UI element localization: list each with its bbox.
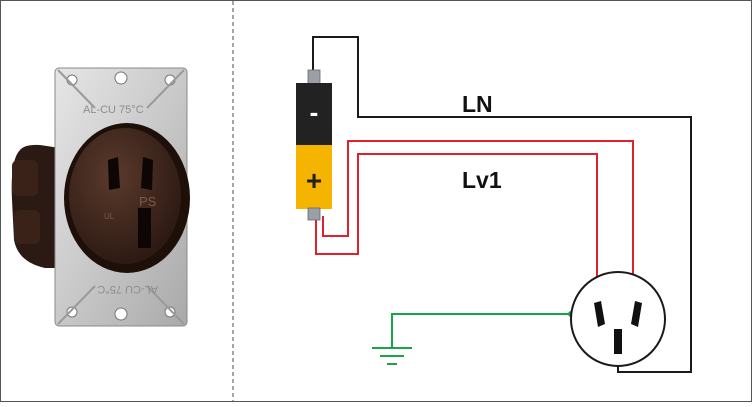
receptacle-logo: PS (139, 194, 157, 209)
ground-symbol-icon (372, 347, 412, 365)
ground-wire (391, 313, 571, 348)
plate-engraving-bottom: AL-CU 75°C (97, 283, 158, 295)
neutral-wire-ln (312, 36, 692, 373)
receptacle-outline (570, 271, 666, 367)
receptacle-ul-mark: UL (104, 212, 115, 221)
wire-label-lv1: Lv1 (462, 167, 502, 193)
receptacle-slot-ground (138, 208, 151, 248)
plate-hole (114, 307, 128, 321)
live-wire-lv1-inner (315, 153, 598, 306)
plate-engraving-top: AL-CU 75°C (83, 104, 144, 116)
plate-hole (66, 306, 78, 318)
receptacle-slot-right (141, 157, 153, 190)
battery-terminal-bottom (307, 207, 321, 221)
live-wire-lv1-outer (322, 140, 634, 306)
receptacle-pin-right (631, 301, 642, 327)
battery-positive-label: + (306, 165, 322, 196)
housing-tab (14, 210, 40, 244)
housing-tab (12, 160, 38, 196)
receptacle-face (69, 128, 181, 264)
battery-icon: - + (296, 69, 332, 221)
battery-positive-half (296, 145, 332, 209)
receptacle-pin-left (594, 301, 605, 327)
battery-negative-half (296, 83, 332, 145)
battery-terminal-top (307, 69, 321, 85)
receptacle-slot-left (108, 157, 120, 190)
receptacle-icon (570, 271, 666, 367)
wire-label-ln: LN (462, 91, 493, 117)
battery-negative-label: - (310, 97, 319, 127)
receptacle-pin-ground (614, 329, 622, 354)
plate-hole (114, 71, 128, 85)
plate-emboss (57, 69, 185, 325)
plate-hole (164, 306, 176, 318)
receptacle-photo: AL-CU 75°C AL-CU 75°C PS UL (11, 67, 190, 327)
